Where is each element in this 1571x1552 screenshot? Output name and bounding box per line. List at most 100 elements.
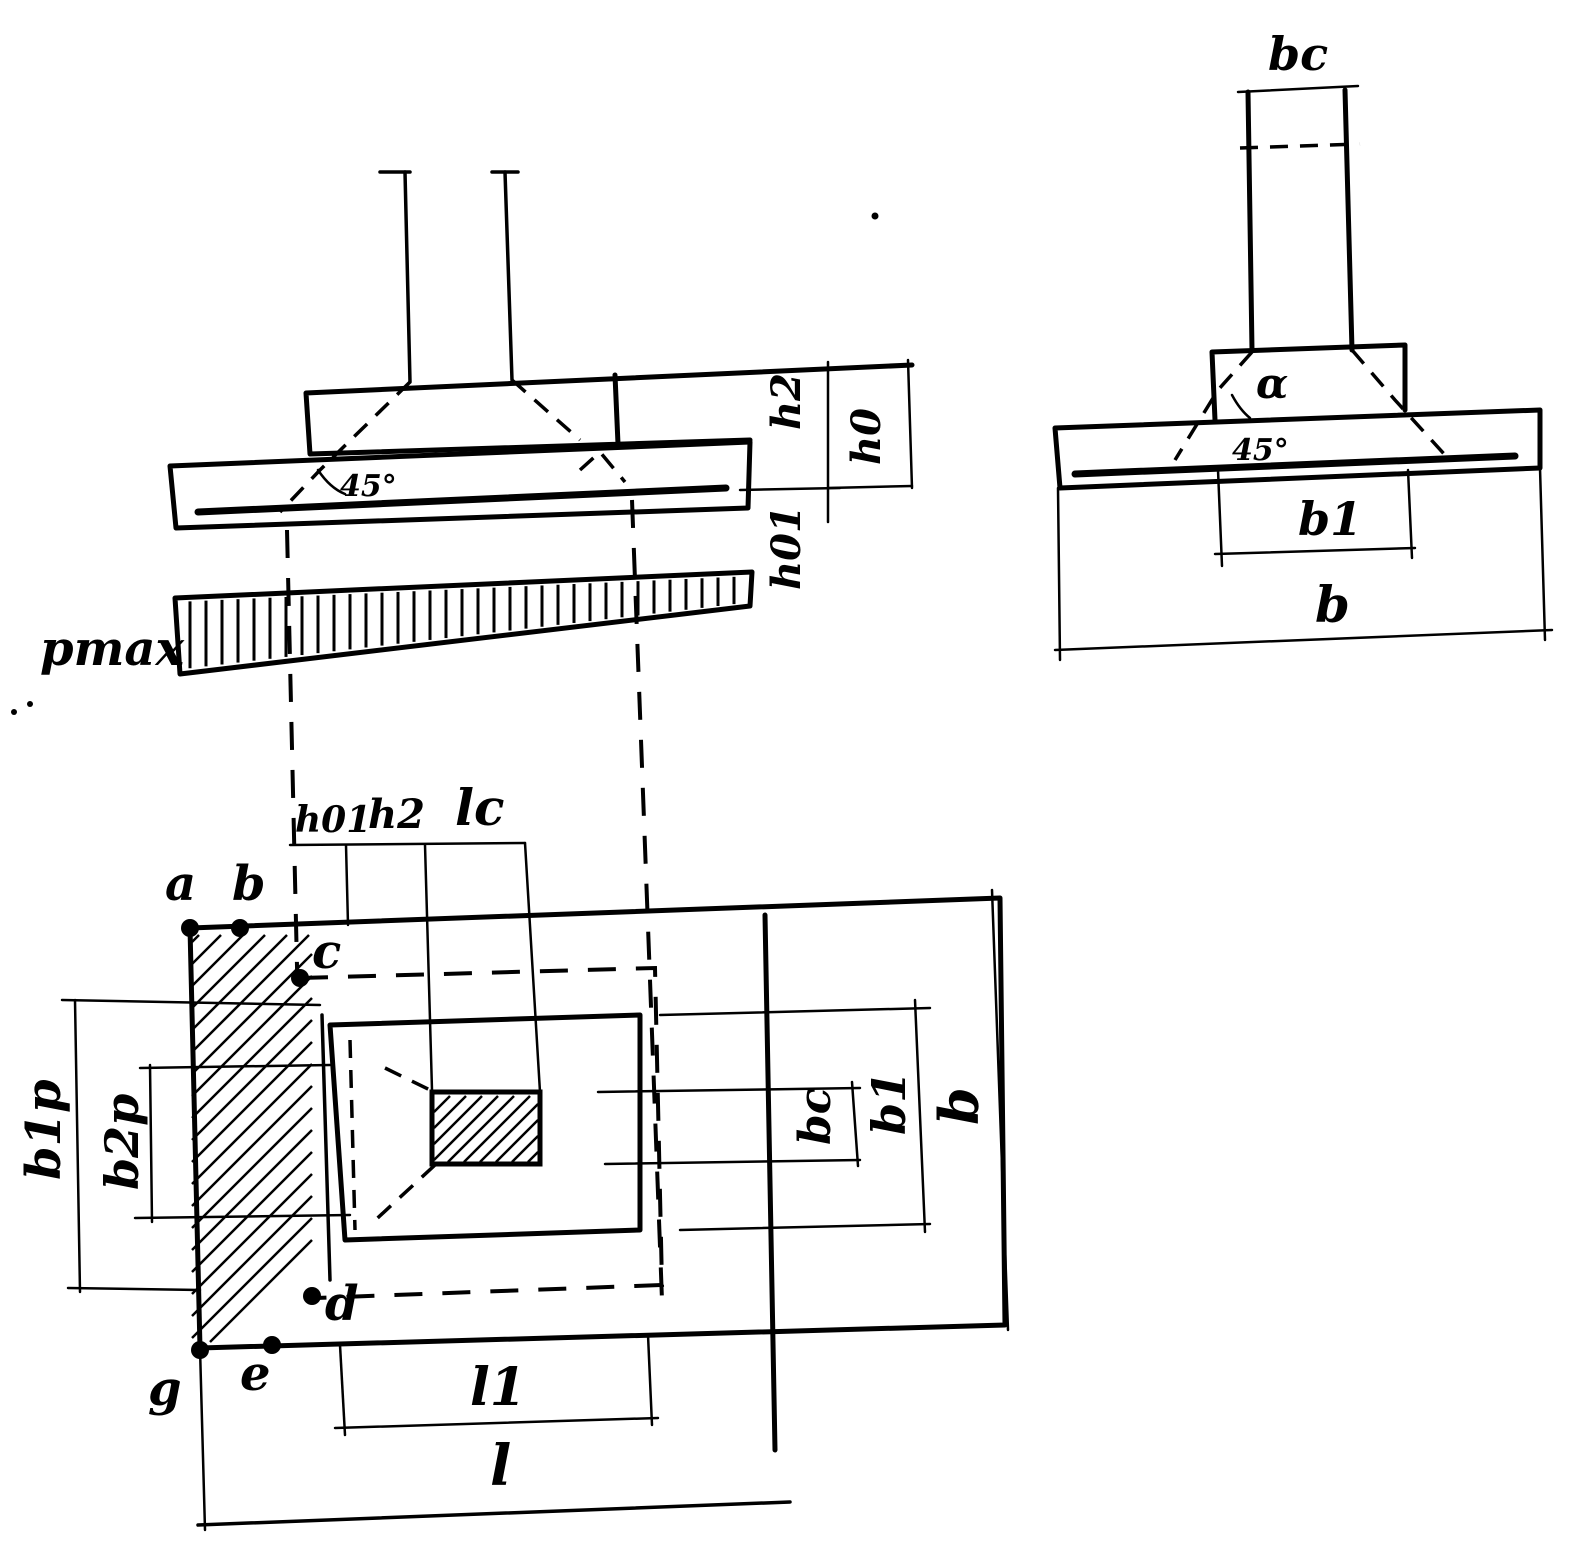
dim-ext-lc (523, 841, 542, 1094)
label-b1-plan: b1 (862, 1071, 916, 1135)
pressure-outline (172, 569, 755, 677)
side-angle-45: 45° (1232, 433, 1289, 468)
side-upper-step (1209, 342, 1408, 423)
column-hatch-line (495, 1119, 539, 1163)
side-punching-right (1350, 348, 1447, 457)
label-lc: lc (455, 778, 504, 837)
side-angle-arc (1230, 393, 1252, 420)
dim-ext-b1p-bottom (66, 1286, 202, 1292)
side-column-right (1342, 87, 1355, 353)
plan-hatch-line (209, 1239, 313, 1343)
dim-line-b1-plan (913, 998, 927, 1234)
dim-ext-b1-right (1406, 468, 1414, 560)
plan-diagonal-lower (368, 1163, 437, 1227)
front-elevation: 45° h2 h0 h01 (167, 170, 915, 590)
stray-dot-3 (871, 212, 879, 220)
lower-slab (167, 439, 753, 531)
point-b (231, 919, 249, 937)
dim-ext-b2p-top (138, 1063, 332, 1070)
dim-ext-b-left (1056, 486, 1062, 662)
dim-ext-b1-left (1216, 468, 1224, 568)
plan-hatch-line (191, 997, 313, 1119)
dim-ext-b1-top (658, 1006, 932, 1017)
column-hatch-line (527, 1151, 539, 1163)
plan-inner-dash-left (348, 1039, 357, 1231)
column-hatch-line (433, 1095, 483, 1145)
label-point-d: d (325, 1276, 359, 1332)
dim-ext-h0 (826, 484, 914, 490)
plan-diagonal-upper (384, 1066, 431, 1092)
label-h01: h01 (763, 505, 810, 590)
dim-line-b-plan (990, 888, 1010, 1332)
angle-arc (316, 468, 347, 496)
column-hatch-line (511, 1135, 539, 1163)
label-h01-plan: h01 (295, 799, 371, 841)
plan-hatch-line (191, 1019, 313, 1141)
column-hatching (433, 1095, 539, 1163)
label-b1-side: b1 (1298, 492, 1362, 546)
plan-hatch-line (191, 934, 266, 1009)
label-l: l (490, 1433, 511, 1499)
dim-line-l (196, 1500, 792, 1527)
side-lower-slab (1052, 407, 1543, 491)
stray-dot-2 (27, 701, 33, 707)
side-elevation: bc α 45° b1 b (1052, 27, 1554, 662)
plan-slab-axis-line (762, 912, 778, 1453)
plan-hatch-line (191, 1151, 313, 1273)
plan-hatch-line (191, 1129, 313, 1251)
dim-ext-h01-plan (344, 843, 350, 927)
label-h2: h2 (763, 373, 810, 430)
label-point-b: b (232, 856, 266, 912)
column-hatch-line (433, 1095, 451, 1113)
dim-ext-b1-bottom (678, 1222, 932, 1232)
plan-hatch-line (191, 934, 222, 965)
label-point-e: e (240, 1346, 271, 1402)
dim-ext-l1-right (646, 1333, 654, 1427)
stray-dot-1 (11, 709, 17, 715)
punching-line-right-lower (578, 449, 627, 484)
dim-ext-b1p-top (60, 998, 322, 1007)
point-d (303, 1287, 321, 1305)
plan-hatch-line (191, 1085, 313, 1207)
dim-line-h0 (906, 358, 914, 490)
dim-ext-l-left (198, 1346, 207, 1532)
label-point-c: c (312, 924, 341, 980)
column-hatch-line (447, 1095, 515, 1163)
dim-line-b2p (148, 1063, 154, 1224)
dim-ext-bc-bottom (603, 1158, 862, 1166)
plan-hatch-line (191, 1107, 313, 1229)
plan-hatch-line (191, 934, 200, 943)
dim-line-l1 (333, 1416, 660, 1430)
point-g (191, 1341, 209, 1359)
side-column-left (1245, 89, 1255, 353)
column-hatch-line (433, 1095, 499, 1161)
column-hatch-line (433, 1095, 467, 1129)
point-a (181, 919, 199, 937)
upper-step (303, 362, 915, 457)
angle-label-45: 45° (340, 469, 397, 504)
pressure-hatching (188, 576, 736, 669)
plan-hatch-line (191, 1217, 313, 1339)
punching-line-left (278, 380, 412, 514)
label-h0: h0 (843, 408, 890, 465)
label-point-a: a (165, 856, 196, 912)
dim-line-bc-plan (850, 1080, 860, 1168)
plan-hatch-line (191, 1173, 313, 1295)
dim-ext-b-right (1538, 466, 1547, 642)
dim-ext-bc-top (596, 1086, 862, 1094)
side-punching-left (1173, 350, 1254, 461)
label-bc-plan: bc (790, 1087, 841, 1145)
label-b2p: b2p (95, 1094, 149, 1190)
dim-line-b1p (73, 998, 82, 1294)
side-rebar (1071, 452, 1519, 478)
punching-line-right-upper (510, 378, 582, 442)
label-alpha: α (1256, 359, 1288, 408)
plan-slab-outline (187, 895, 1008, 1351)
label-b-plan: b (927, 1087, 991, 1125)
label-b1p: b1p (16, 1079, 72, 1180)
label-bc-top: bc (1268, 27, 1328, 81)
plan-hatch-line (191, 1041, 313, 1163)
point-e (263, 1336, 281, 1354)
label-pmax: pmax (40, 621, 185, 677)
